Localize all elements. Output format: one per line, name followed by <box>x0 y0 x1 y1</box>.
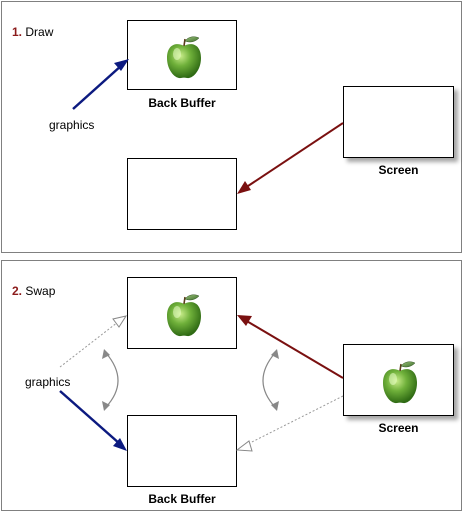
step-label: Draw <box>25 25 54 39</box>
step-label: Swap <box>25 284 56 298</box>
swap-arrows <box>59 315 344 452</box>
left-swap-curve <box>105 352 119 408</box>
draw-panel: 1. Draw Back Buffer Screen graphics <box>1 1 462 253</box>
hollow-arrowhead <box>235 440 253 452</box>
back-buffer-label: Back Buffer <box>148 96 216 110</box>
front-buffer-box <box>127 158 237 230</box>
hollow-arrowhead <box>112 315 128 328</box>
swap-arrowhead <box>271 349 279 359</box>
front-buffer-box <box>127 277 237 349</box>
swap-arrowhead <box>102 401 110 411</box>
step-number: 2. <box>12 284 23 298</box>
screen-label: Screen <box>378 163 419 177</box>
step-title-swap: 2. Swap <box>12 284 55 298</box>
graphics-label: graphics <box>49 118 95 132</box>
screen-box <box>343 86 454 158</box>
graphics-label: graphics <box>25 375 71 389</box>
swap-arrowhead <box>102 349 110 359</box>
graphics-to-front-dotted-line <box>59 321 119 368</box>
screen-to-buffer-arrow <box>244 122 344 189</box>
screen-to-front-arrow <box>244 319 344 379</box>
graphics-to-back-buffer-arrow <box>59 390 121 445</box>
screen-label: Screen <box>378 421 419 435</box>
step-number: 1. <box>12 25 23 39</box>
graphics-arrowhead <box>114 59 129 71</box>
swap-arrowhead <box>271 401 279 411</box>
back-buffer-box <box>127 20 237 90</box>
screen-arrowhead <box>237 181 251 194</box>
screen-arrowhead <box>237 315 252 326</box>
graphics-arrowhead <box>113 438 127 451</box>
draw-arrows <box>72 59 344 194</box>
graphics-to-back-buffer-arrow <box>72 64 123 110</box>
back-buffer-label: Back Buffer <box>148 492 216 506</box>
back-buffer-box <box>127 415 237 487</box>
swap-panel: 2. Swap Screen Back Buffer graphics <box>1 260 462 511</box>
screen-box <box>343 344 454 416</box>
screen-to-back-dotted-line <box>245 395 344 446</box>
right-swap-curve <box>262 352 276 408</box>
step-title-draw: 1. Draw <box>12 25 53 39</box>
